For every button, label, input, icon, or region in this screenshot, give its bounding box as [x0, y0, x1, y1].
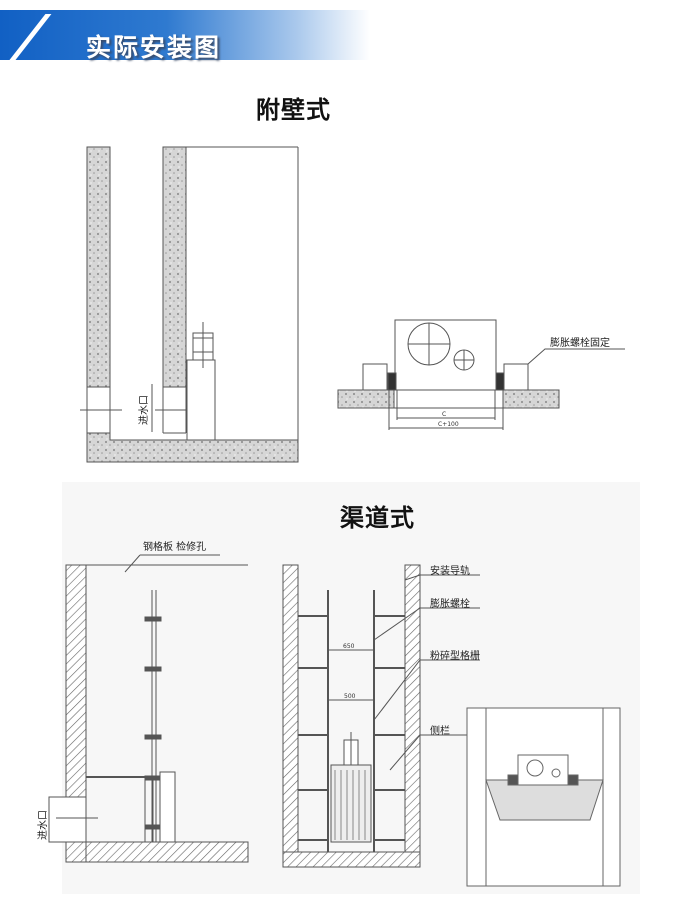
- channel-type-inlet-label: 进水口: [37, 810, 49, 840]
- expansion-bolt-label: 膨胀螺栓: [430, 597, 470, 610]
- wall-type-plan-detail: [337, 319, 625, 430]
- wall-type-inlet-label: 进水口: [138, 395, 150, 425]
- grinder-screen-label: 粉碎型格栅: [430, 649, 480, 662]
- section-banner: 实际安装图: [0, 10, 370, 74]
- wall-type-section-drawing: [80, 146, 299, 463]
- dimension-500-label: 500: [344, 693, 356, 700]
- channel-type-cross-section-drawing: [466, 707, 621, 887]
- expansion-bolt-fixing-label: 膨胀螺栓固定: [550, 336, 610, 349]
- dimension-c-label: C: [442, 411, 446, 418]
- channel-type-title: 渠道式: [340, 504, 415, 532]
- dimension-c-plus-100-label: C+100: [438, 421, 459, 428]
- banner-title: 实际安装图: [86, 33, 222, 62]
- dimension-650-label: 650: [343, 643, 355, 650]
- installation-rail-label: 安装导轨: [430, 564, 470, 577]
- side-rail-label: 侧栏: [430, 724, 450, 737]
- grating-inspection-hole-label: 钢格板 检修孔: [143, 540, 206, 553]
- channel-type-side-section-drawing: [48, 554, 249, 863]
- wall-type-title: 附壁式: [256, 96, 331, 124]
- channel-type-front-section-drawing: [282, 564, 480, 868]
